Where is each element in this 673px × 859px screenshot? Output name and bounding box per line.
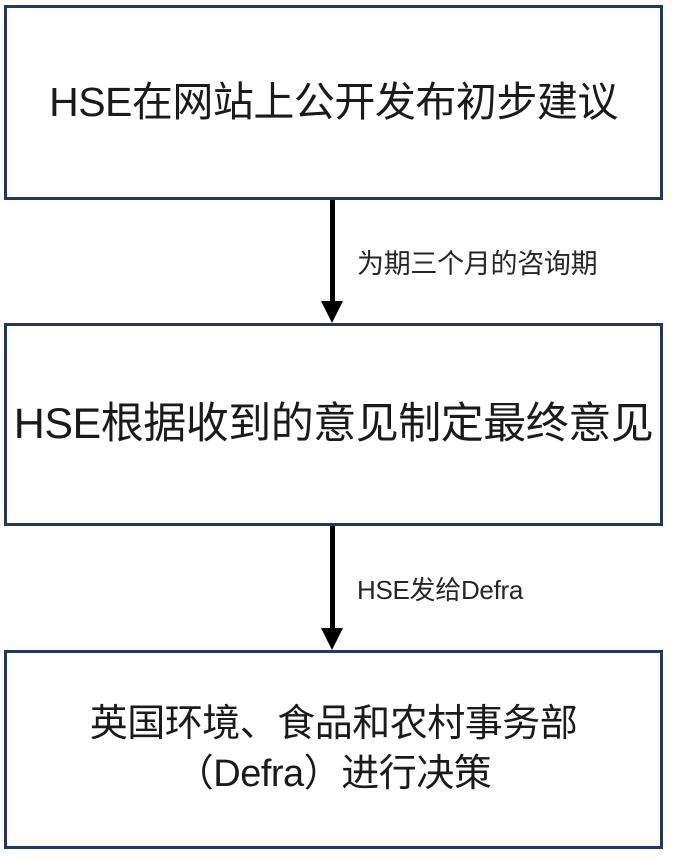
flow-connector-2: HSE发给Defra: [0, 526, 673, 652]
flow-node-publish-proposal[interactable]: HSE在网站上公开发布初步建议: [4, 5, 663, 200]
arrow-shaft-icon: [330, 526, 335, 630]
flow-node-label: HSE在网站上公开发布初步建议: [49, 79, 618, 126]
flow-node-label: 英国环境、食品和农村事务部 （Defra）进行决策: [89, 703, 578, 795]
flow-edge-label-consultation-period: 为期三个月的咨询期: [357, 249, 598, 279]
arrow-head-icon: [321, 301, 343, 323]
arrow-head-icon: [321, 628, 343, 650]
flow-node-finalise-opinion[interactable]: HSE根据收到的意见制定最终意见: [4, 323, 663, 526]
arrow-shaft-icon: [330, 200, 335, 303]
flow-connector-1: 为期三个月的咨询期: [0, 200, 673, 325]
flow-edge-label-send-to-defra: HSE发给Defra: [357, 575, 524, 605]
flow-node-label: HSE根据收到的意见制定最终意见: [13, 400, 654, 449]
flow-node-defra-decision[interactable]: 英国环境、食品和农村事务部 （Defra）进行决策: [4, 650, 663, 849]
